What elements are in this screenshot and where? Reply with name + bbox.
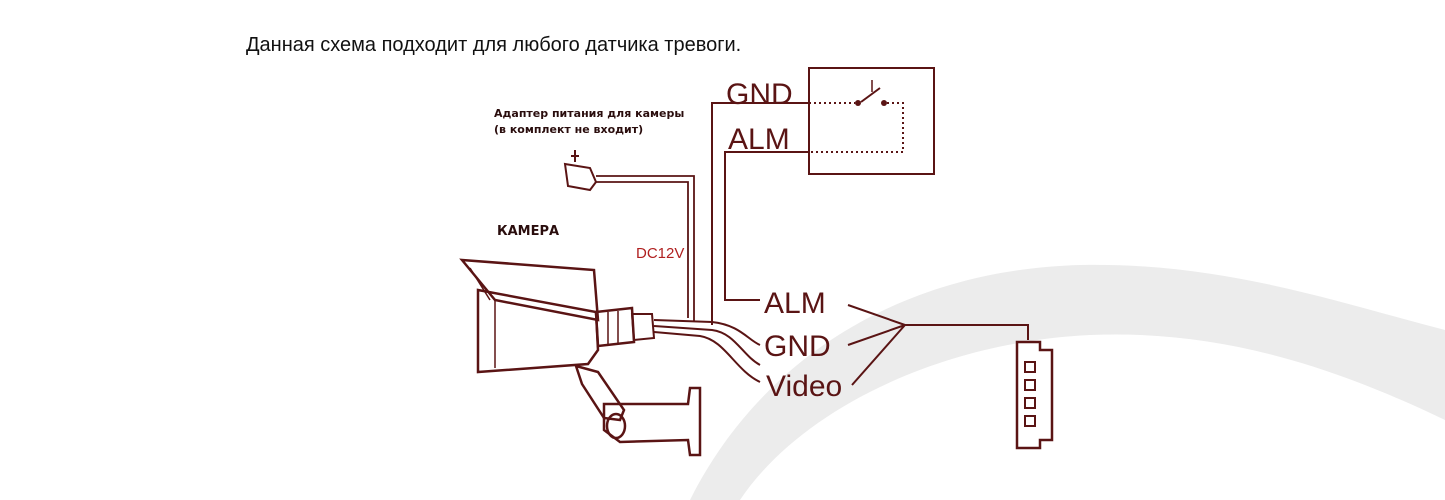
connector-pin-4 — [1024, 415, 1036, 427]
camera-label: КАМЕРА — [497, 224, 559, 239]
sensor-alm-label: ALM — [728, 123, 790, 156]
sensor-internal-right-line — [809, 102, 904, 153]
connector-pin-3 — [1024, 397, 1036, 409]
power-adapter: Адаптер питания для камеры (в комплект н… — [494, 107, 695, 322]
camera-body — [476, 288, 600, 374]
dc12v-label: DC12V — [636, 245, 684, 262]
gnd-wire — [711, 102, 809, 325]
connector-pin-2 — [1024, 379, 1036, 391]
camera-cable-bundle — [653, 319, 761, 383]
diagram-caption: Данная схема подходит для любого датчика… — [246, 34, 742, 56]
camera-connector — [594, 306, 636, 348]
cable-alm-label: ALM — [764, 287, 826, 320]
switch-contact-right — [881, 100, 887, 106]
connector-housing — [1015, 340, 1054, 450]
camera-connector-ridges — [607, 311, 619, 344]
watermark-swoosh — [690, 264, 1445, 500]
cable-video-label: Video — [766, 370, 842, 403]
camera-hood — [459, 258, 600, 322]
switch-lever — [860, 87, 881, 103]
camera-wall-bracket — [602, 386, 702, 457]
alm-wire — [724, 151, 809, 301]
camera-bracket-joint — [605, 412, 627, 440]
camera-plug — [630, 313, 656, 342]
switch-contact-left — [855, 100, 861, 106]
adapter-body — [563, 162, 598, 192]
camera-mount-arm — [574, 364, 626, 422]
adapter-plug-prongs — [571, 150, 579, 162]
fan-in-wires — [847, 304, 1029, 386]
connector-pin-1 — [1024, 361, 1036, 373]
camera-hood-inner — [469, 267, 491, 301]
adapter-label-line1: Адаптер питания для камеры — [494, 107, 684, 120]
sensor-gnd-label: GND — [726, 78, 793, 111]
adapter-label-line2: (в комплект не входит) — [494, 123, 643, 136]
sensor-box — [808, 67, 935, 175]
alarm-sensor — [808, 67, 935, 175]
camera-drawing — [459, 258, 702, 457]
cable-gnd-label: GND — [764, 330, 831, 363]
cable-connector — [1015, 340, 1054, 450]
adapter-cable — [596, 175, 695, 322]
